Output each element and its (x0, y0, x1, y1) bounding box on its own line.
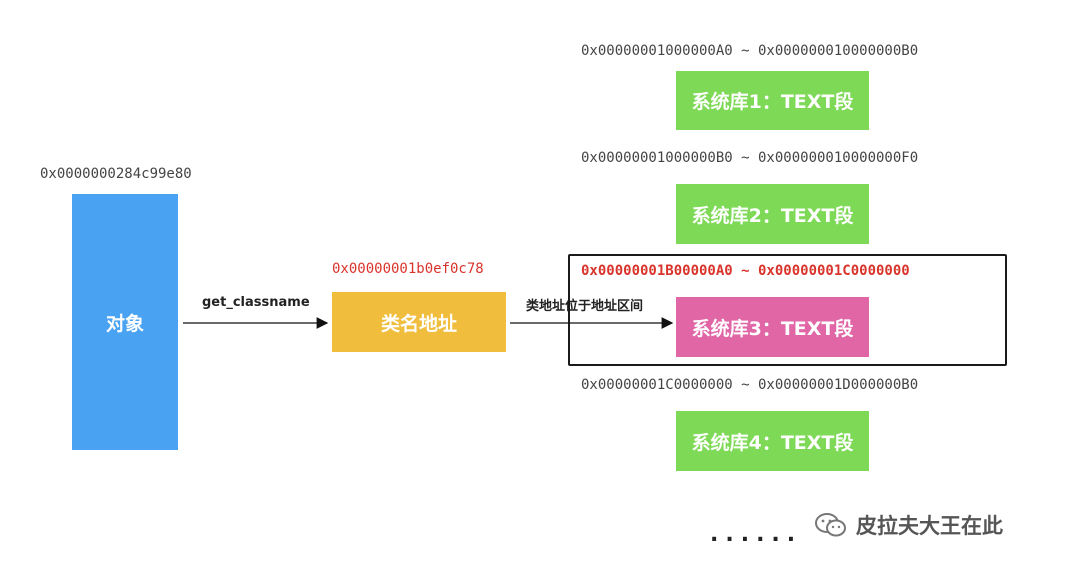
watermark-text: 皮拉夫大王在此 (856, 514, 1003, 538)
watermark: 皮拉夫大王在此 (814, 510, 1003, 540)
class-address: 0x00000001b0ef0c78 (332, 261, 484, 277)
object-address: 0x0000000284c99e80 (40, 166, 192, 182)
edge-get-classname-label: get_classname (202, 295, 310, 310)
library-3-node[interactable]: 系统库3：TEXT段 (676, 297, 869, 357)
wechat-icon (815, 513, 846, 537)
library-2-range: 0x00000001000000B0 ~ 0x000000010000000F0 (581, 150, 919, 166)
edge-in-range-label: 类地址位于地址区间 (526, 299, 644, 314)
object-label: 对象 (105, 312, 144, 335)
class-address-node[interactable]: 类名地址 (332, 292, 506, 352)
highlight-frame (568, 254, 1007, 366)
library-2-node[interactable]: 系统库2：TEXT段 (676, 184, 869, 244)
ellipsis: ...... (710, 522, 803, 547)
library-1-range: 0x00000001000000A0 ~ 0x000000010000000B0 (581, 43, 919, 59)
object-node[interactable]: 对象 (72, 194, 178, 450)
library-4-node[interactable]: 系统库4：TEXT段 (676, 411, 869, 471)
library-4-label: 系统库4：TEXT段 (691, 431, 854, 454)
library-3-label: 系统库3：TEXT段 (691, 317, 854, 340)
class-address-label: 类名地址 (380, 312, 457, 335)
library-1-node[interactable]: 系统库1：TEXT段 (676, 71, 869, 130)
library-1-label: 系统库1：TEXT段 (691, 91, 854, 113)
library-3-range: 0x00000001B00000A0 ~ 0x00000001C0000000 (581, 263, 910, 279)
library-2-label: 系统库2：TEXT段 (691, 204, 854, 227)
library-4-range: 0x00000001C0000000 ~ 0x00000001D000000B0 (581, 377, 919, 393)
